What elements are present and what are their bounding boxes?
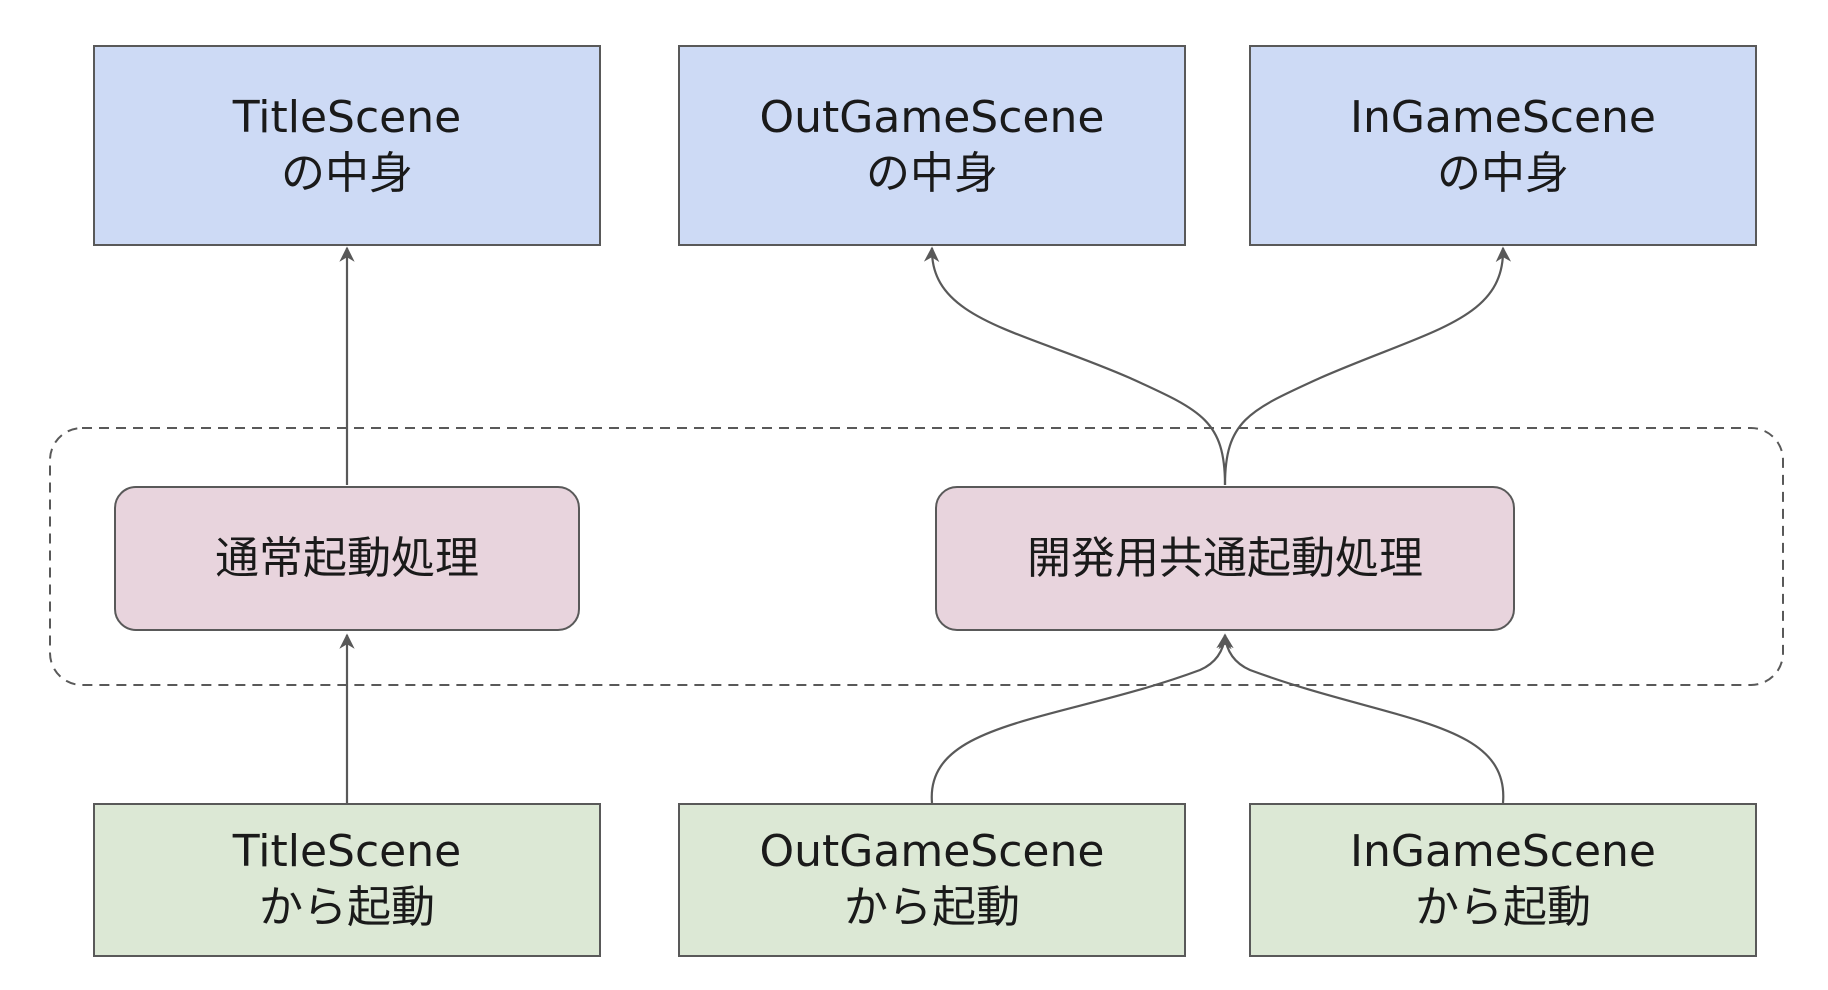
ingame-scene-content-line1: InGameScene <box>1349 91 1656 143</box>
ingame-scene-start-box: InGameScene から起動 <box>1249 803 1757 957</box>
outgame-scene-content-box: OutGameScene の中身 <box>678 45 1186 246</box>
startup-group-dashed-border <box>49 427 1784 686</box>
title-scene-start-box: TitleScene から起動 <box>93 803 601 957</box>
title-scene-content-line1: TitleScene <box>232 91 462 143</box>
dev-common-startup-label: 開発用共通起動処理 <box>1027 532 1423 584</box>
arrow-ingame-start-to-dev <box>1218 633 1505 804</box>
outgame-scene-start-box: OutGameScene から起動 <box>678 803 1186 957</box>
normal-startup-label: 通常起動処理 <box>215 532 479 584</box>
title-scene-content-line2: の中身 <box>281 147 413 199</box>
ingame-scene-content-box: InGameScene の中身 <box>1249 45 1757 246</box>
arrow-dev-to-ingame-content <box>1223 246 1512 486</box>
arrow-dev-to-outgame-content <box>923 246 1227 486</box>
title-scene-content-box: TitleScene の中身 <box>93 45 601 246</box>
title-scene-start-line2: から起動 <box>259 882 435 933</box>
outgame-scene-content-line1: OutGameScene <box>759 91 1105 143</box>
outgame-scene-start-line1: OutGameScene <box>759 826 1105 877</box>
outgame-scene-start-line2: から起動 <box>844 882 1020 933</box>
normal-startup-box: 通常起動処理 <box>114 486 580 631</box>
outgame-scene-content-line2: の中身 <box>866 147 998 199</box>
ingame-scene-content-line2: の中身 <box>1437 147 1569 199</box>
dev-common-startup-box: 開発用共通起動処理 <box>935 486 1515 631</box>
ingame-scene-start-line2: から起動 <box>1415 882 1591 933</box>
ingame-scene-start-line1: InGameScene <box>1349 826 1656 877</box>
arrow-outgame-start-to-dev <box>930 633 1232 804</box>
title-scene-start-line1: TitleScene <box>232 826 462 877</box>
